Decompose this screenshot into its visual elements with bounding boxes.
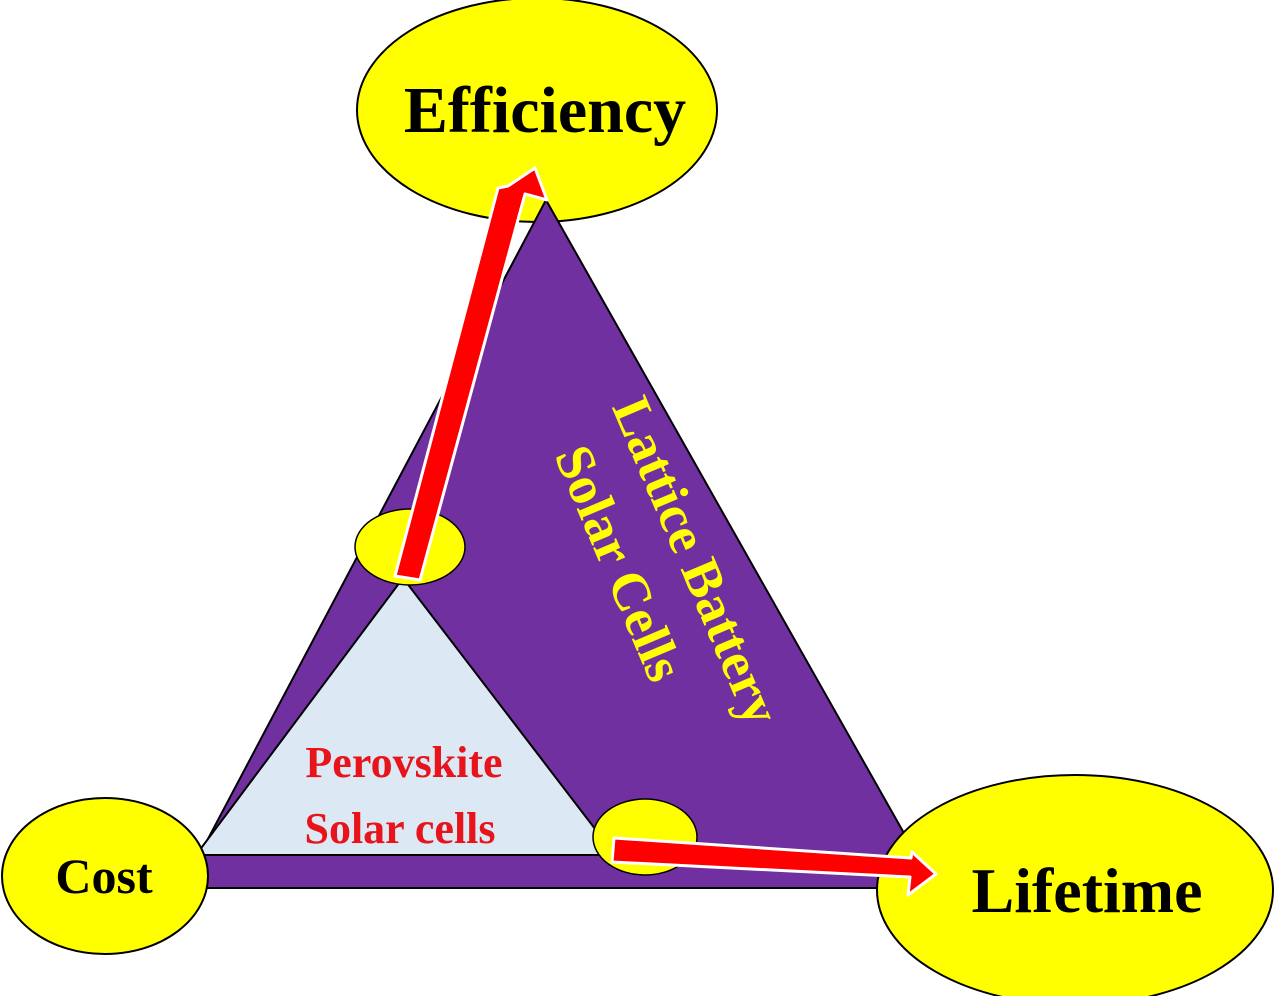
efficiency-label: Efficiency bbox=[404, 74, 686, 147]
inner-triangle-label-line2: Solar cells bbox=[304, 804, 495, 853]
lifetime-arrow bbox=[610, 836, 938, 897]
lifetime-node bbox=[876, 774, 1274, 996]
cost-node bbox=[1, 797, 209, 955]
inner-triangle bbox=[194, 576, 618, 856]
inner-triangle-label-line1: Perovskite bbox=[305, 738, 502, 787]
lifetime-label: Lifetime bbox=[972, 855, 1203, 926]
efficiency-arrow bbox=[393, 166, 549, 582]
cost-label: Cost bbox=[55, 848, 153, 904]
